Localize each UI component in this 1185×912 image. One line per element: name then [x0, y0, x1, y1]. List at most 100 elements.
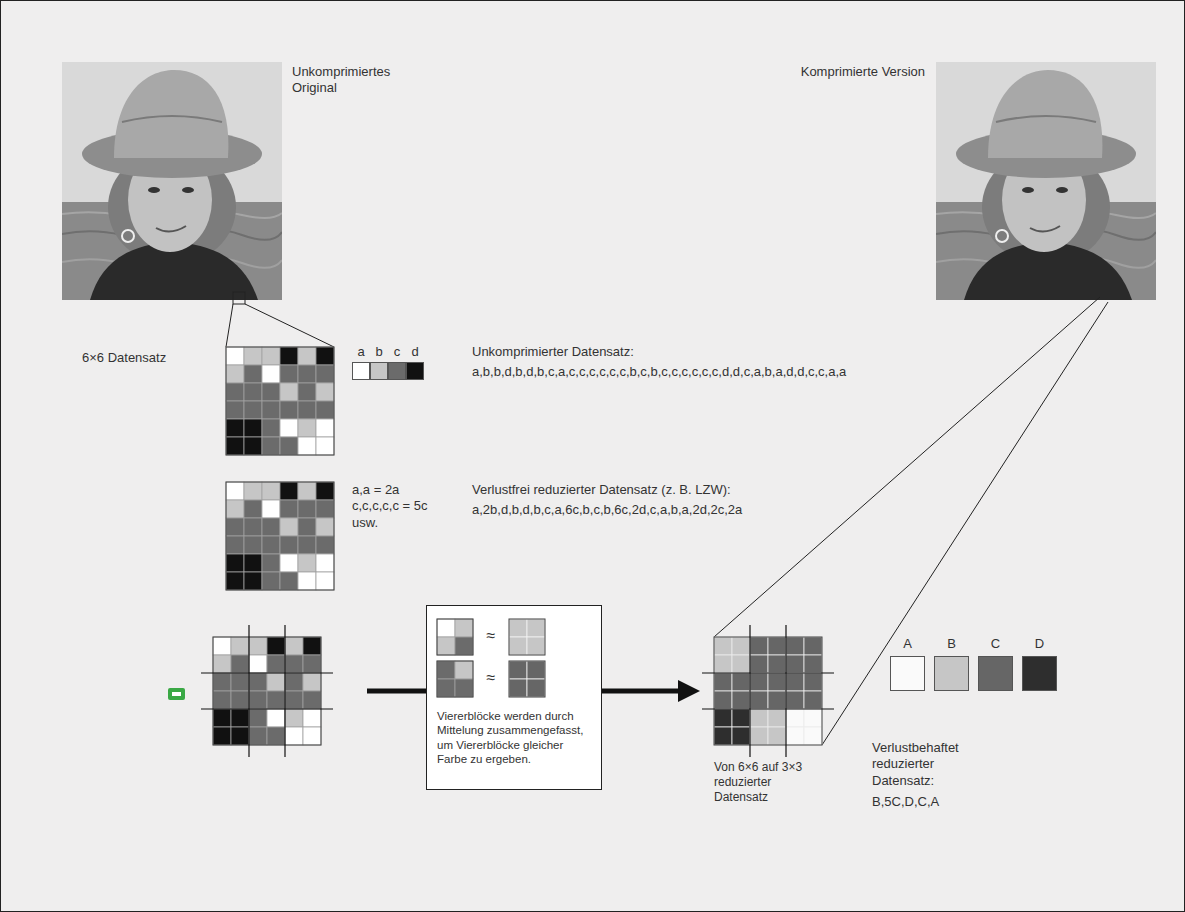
grid-cell [231, 673, 249, 691]
pixel-grid [226, 482, 334, 590]
grid-cell [231, 691, 249, 709]
grid-cell [262, 572, 280, 590]
grid-cell [262, 347, 280, 365]
grid-cell [303, 727, 321, 745]
pixel-grid [226, 347, 334, 455]
grid-cell [213, 655, 231, 673]
grid-cell [213, 637, 231, 655]
grid-cell [226, 500, 244, 518]
grid-cell [262, 419, 280, 437]
zoom-marker [233, 292, 245, 304]
grid-cell [316, 518, 334, 536]
grid-cell [527, 679, 545, 697]
grid-border [226, 482, 334, 590]
grid-cell [262, 383, 280, 401]
grid-cell [244, 500, 262, 518]
grid-cell [732, 727, 750, 745]
grid-cell [262, 554, 280, 572]
block-cross [201, 625, 333, 757]
grid-cell [244, 419, 262, 437]
dataset-heading: Verlustfrei reduzierter Datensatz (z. B.… [472, 482, 731, 498]
legend-letter: C [978, 636, 1013, 652]
grid-cell [804, 727, 822, 745]
leader-line [822, 302, 1108, 745]
grid-cell [298, 383, 316, 401]
photo-compressed [936, 62, 1156, 300]
grid-cell [455, 661, 473, 679]
dataset-heading: Verlustbehaftet reduzierter Datensatz: [872, 740, 987, 789]
grid-cell [262, 536, 280, 554]
grid-cell [249, 691, 267, 709]
grid-cell [714, 655, 732, 673]
process-box: ≈≈Viererblöcke werden durch Mittelung zu… [426, 605, 602, 790]
grid-cell [226, 347, 244, 365]
grid-cell [280, 536, 298, 554]
grid-cell [226, 365, 244, 383]
grid-cell [303, 673, 321, 691]
grid-cell [732, 655, 750, 673]
grid-cell [714, 691, 732, 709]
grid-cell [768, 691, 786, 709]
grid-cell [786, 709, 804, 727]
grid-border [714, 637, 822, 745]
image-caption: Unkomprimiertes Original [292, 64, 417, 97]
grid-cell [226, 437, 244, 455]
grid-cell [267, 655, 285, 673]
grid-cell [527, 637, 545, 655]
grid-cell [226, 554, 244, 572]
grid-cell [455, 679, 473, 697]
legend-swatch [978, 656, 1013, 691]
grid-cell [213, 727, 231, 745]
grid-cell [437, 679, 455, 697]
image-caption: Komprimierte Version [800, 64, 925, 80]
grid-cell [316, 365, 334, 383]
grid-cell [527, 661, 545, 679]
dataset-heading: Unkomprimierter Datensatz: [472, 344, 634, 360]
grid-cell [226, 401, 244, 419]
grid-cell [298, 500, 316, 518]
approx-sign: ≈ [473, 626, 509, 646]
grid-cell [714, 673, 732, 691]
grid-cell [262, 401, 280, 419]
legend-swatch [388, 362, 406, 380]
grid-border [509, 661, 545, 697]
grid-cell [244, 383, 262, 401]
grid-cell [226, 518, 244, 536]
legend-swatch [352, 362, 370, 380]
grid-cell [804, 637, 822, 655]
grid-cell [804, 655, 822, 673]
grid-cell [267, 691, 285, 709]
grid-cell [804, 709, 822, 727]
grid-cell [303, 691, 321, 709]
grid-cell [768, 727, 786, 745]
legend-swatch [406, 362, 424, 380]
grid-cell [298, 419, 316, 437]
grid-cell [280, 554, 298, 572]
photo-original [62, 62, 282, 300]
grid-cell [527, 619, 545, 637]
grid-cell [298, 536, 316, 554]
grid-cell [249, 673, 267, 691]
grid-cell [249, 637, 267, 655]
grid-cell [285, 637, 303, 655]
grid-cell [226, 383, 244, 401]
grid-cell [249, 709, 267, 727]
grid-cell [262, 365, 280, 383]
grid-cell [262, 518, 280, 536]
grid-cell [437, 661, 455, 679]
grid-cell [244, 365, 262, 383]
grid-cell [298, 482, 316, 500]
grid-cell [750, 673, 768, 691]
grid-cell [750, 727, 768, 745]
grid-cell [509, 679, 527, 697]
grid-cell [750, 691, 768, 709]
grid-cell [285, 727, 303, 745]
legend-letter: c [388, 344, 406, 360]
grid-cell [244, 572, 262, 590]
grid-cell [786, 655, 804, 673]
legend-swatch [1022, 656, 1057, 691]
legend-letter: B [934, 636, 969, 652]
grid-cell [804, 673, 822, 691]
